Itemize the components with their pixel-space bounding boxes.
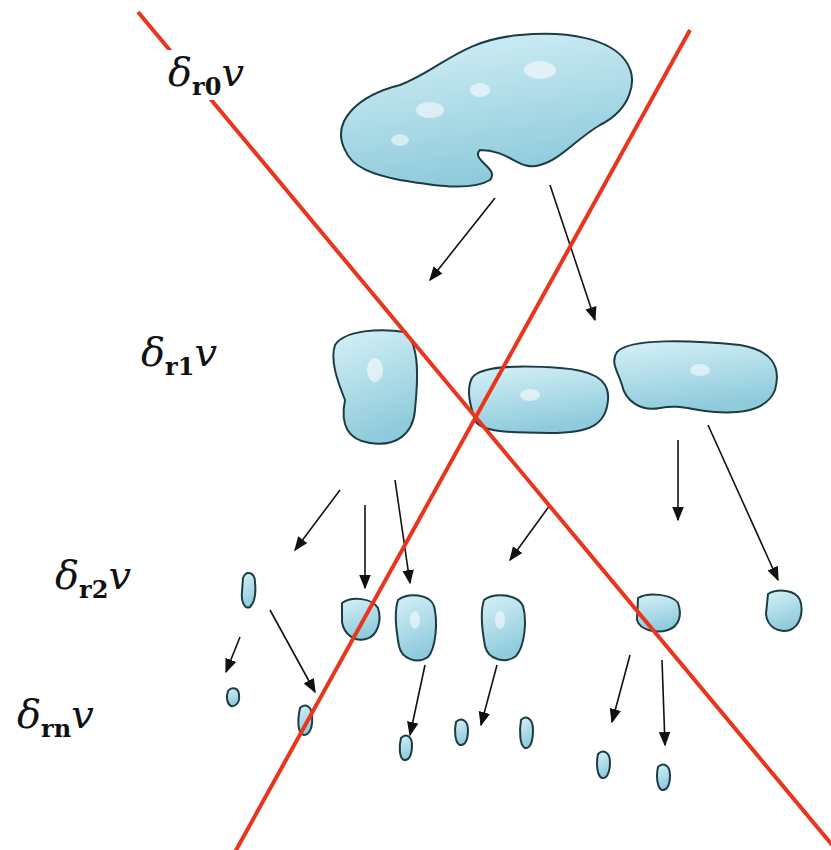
scale-label: δrnv	[14, 692, 97, 742]
scale-label: δr0v	[165, 50, 247, 100]
blob-highlights	[367, 61, 710, 629]
eddy-blobs	[227, 34, 802, 790]
cascade-arrows	[226, 185, 778, 745]
scale-label: δr2v	[52, 553, 134, 603]
cross-out-x	[138, 12, 831, 850]
scale-label: δr1v	[138, 330, 220, 380]
